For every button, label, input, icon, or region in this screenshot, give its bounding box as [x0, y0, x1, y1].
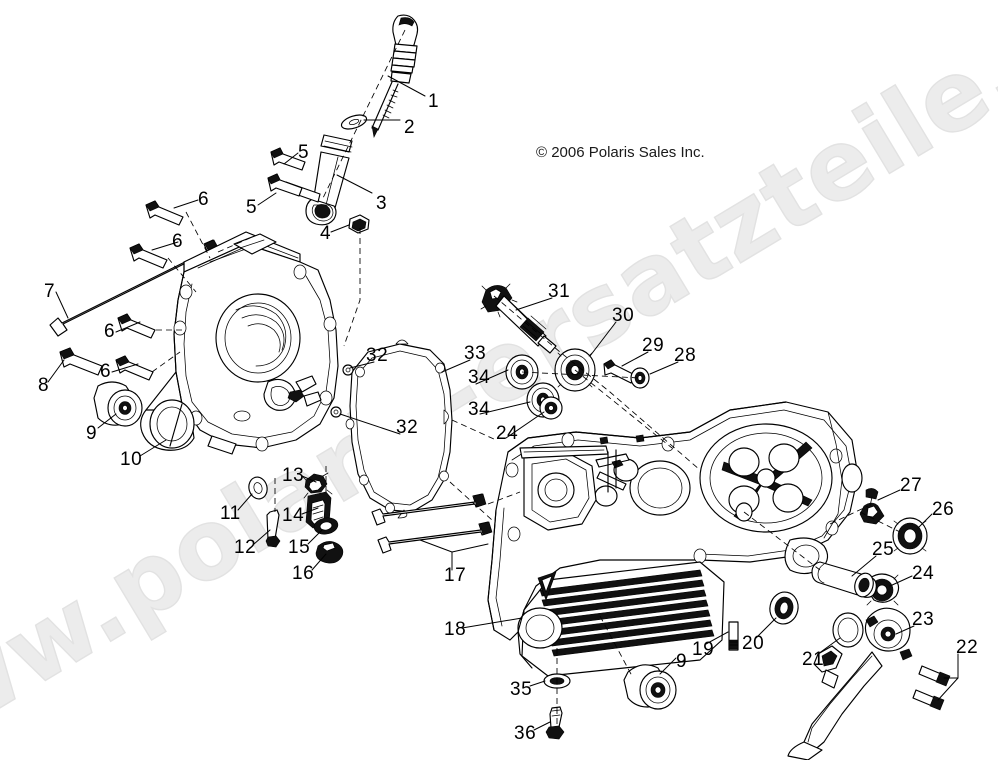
- part-bearing-ball-bottom: [623, 664, 677, 710]
- callout-18: 18: [444, 619, 467, 640]
- callout-32-a: 32: [366, 345, 389, 366]
- part-oil-pump-screen: [301, 472, 333, 499]
- callout-11: 11: [220, 503, 241, 524]
- callout-36: 36: [514, 723, 537, 744]
- part-kickstarter-shaft-gear: [480, 283, 557, 354]
- callout-5-upper: 5: [298, 142, 310, 163]
- callout-31: 31: [548, 281, 571, 302]
- callout-27: 27: [900, 475, 923, 496]
- callout-23: 23: [912, 609, 935, 630]
- callout-33: 33: [464, 343, 487, 364]
- callout-19: 19: [692, 639, 715, 660]
- callout-28: 28: [674, 345, 697, 366]
- part-washer-plain: [630, 367, 650, 389]
- part-seal-ring: [769, 591, 799, 625]
- callout-34-b: 34: [468, 399, 491, 420]
- callout-7: 7: [44, 281, 56, 302]
- part-bushing-shaft-left: [539, 396, 563, 420]
- copyright-notice: © 2006 Polaris Sales Inc.: [536, 144, 705, 161]
- part-gasket-crankcase: [345, 339, 453, 519]
- part-bolt-case-long-group: [371, 493, 493, 554]
- callout-29: 29: [642, 335, 665, 356]
- callout-24-left: 24: [496, 423, 519, 444]
- part-bolt-short-crankcase: [59, 347, 103, 376]
- part-o-ring-dipstick: [340, 114, 368, 130]
- callout-4: 4: [320, 223, 332, 244]
- callout-10: 10: [120, 449, 143, 470]
- callout-26: 26: [932, 499, 955, 520]
- callout-17: 17: [444, 565, 467, 586]
- alignment-axes: [151, 29, 901, 724]
- callout-35: 35: [510, 679, 533, 700]
- callout-32-b: 32: [396, 417, 419, 438]
- part-o-ring-strainer-cap: [313, 517, 339, 535]
- part-bolt-flange-group: [115, 200, 184, 381]
- callout-3: 3: [376, 193, 388, 214]
- part-bushing-shaft-right: [866, 573, 900, 606]
- callout-24-right: 24: [912, 563, 935, 584]
- callout-22: 22: [956, 637, 979, 658]
- callout-25: 25: [872, 539, 895, 560]
- callout-34-a: 34: [468, 367, 491, 388]
- part-bolt-bearing-retainer: [603, 359, 636, 384]
- callout-6-c: 6: [104, 321, 116, 342]
- callout-12: 12: [234, 537, 257, 558]
- callout-6-a: 6: [198, 189, 210, 210]
- part-crankcase-half-left: [140, 231, 339, 455]
- callout-9-left: 9: [86, 423, 98, 444]
- part-bolt-stud: [728, 621, 739, 651]
- callout-16: 16: [292, 563, 315, 584]
- callout-30: 30: [612, 305, 635, 326]
- part-kickstarter-shaft-sleeve: [811, 561, 877, 598]
- callout-9-bottom: 9: [676, 651, 688, 672]
- part-o-ring-oil-strainer: [248, 476, 268, 500]
- callout-13: 13: [282, 465, 305, 486]
- callout-15: 15: [288, 537, 311, 558]
- callout-8: 8: [38, 375, 50, 396]
- part-crankcase-half-right: [487, 401, 863, 677]
- part-oil-strainer-cap: [315, 541, 344, 564]
- callout-2: 2: [404, 117, 416, 138]
- leader-lines: [47, 75, 959, 731]
- part-bolt-lower-bracket: [267, 173, 303, 197]
- part-drain-plug-bolt: [545, 706, 565, 740]
- part-bolt-oil-strainer: [265, 509, 281, 548]
- part-clip-retainer: [859, 488, 885, 525]
- part-bearing-ball-left: [93, 381, 143, 427]
- part-oil-filler-tube: [283, 134, 353, 226]
- part-bolt-upper-bracket: [270, 147, 306, 171]
- part-nut-flange: [348, 214, 370, 234]
- part-kickstarter-lever: [787, 607, 913, 760]
- callout-1: 1: [428, 91, 440, 112]
- part-bearing-needle: [892, 517, 928, 555]
- part-o-ring-kickstarter: [832, 612, 864, 648]
- callout-21: 21: [802, 649, 825, 670]
- callout-6-b: 6: [172, 231, 184, 252]
- subpart-sump-fins: [517, 561, 725, 677]
- callout-14: 14: [282, 505, 305, 526]
- part-bolt-kickstarter-lever-group: [912, 665, 951, 711]
- callout-5-lower: 5: [246, 197, 258, 218]
- callout-20: 20: [742, 633, 765, 654]
- callout-6-d: 6: [100, 361, 112, 382]
